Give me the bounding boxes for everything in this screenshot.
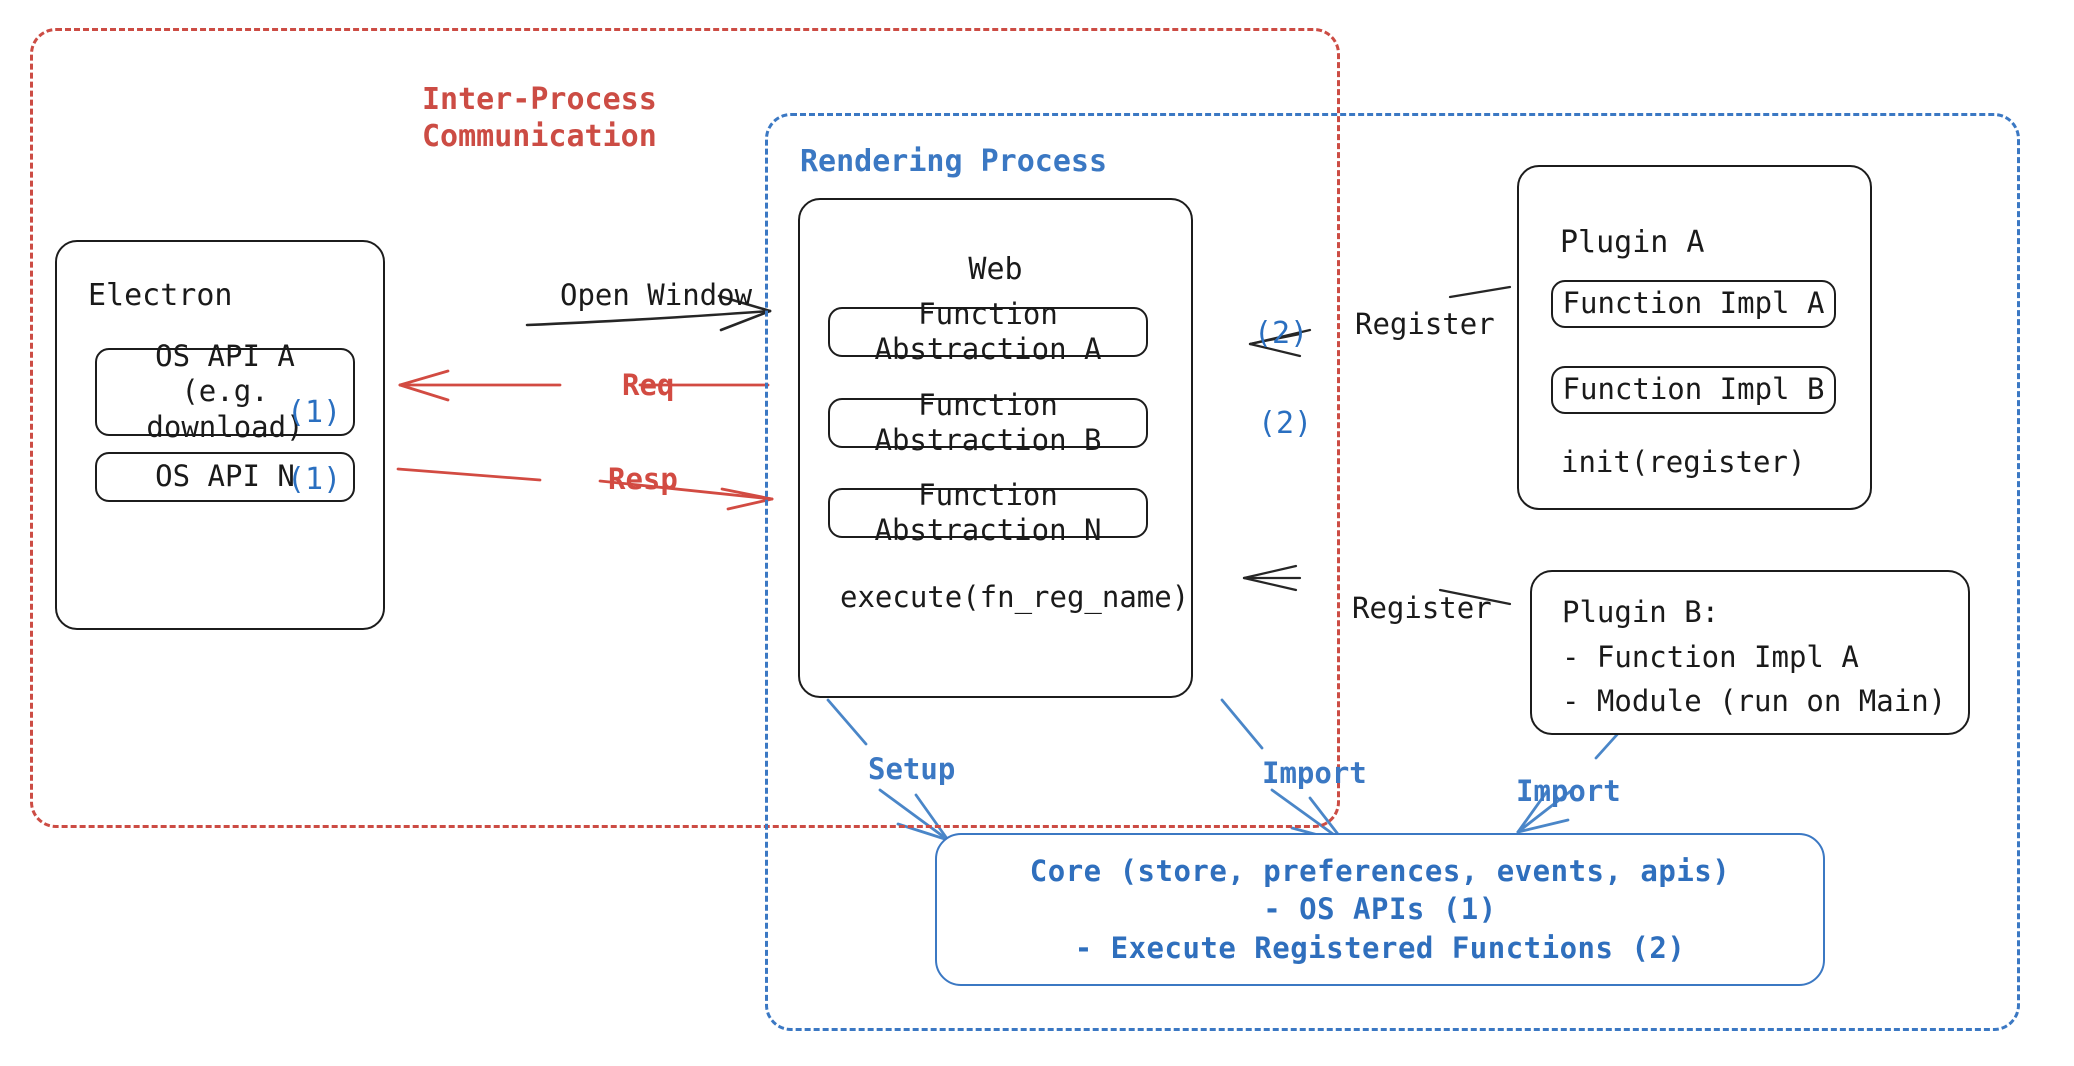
plugin-b-item-1: - Module (run on Main) bbox=[1562, 684, 1947, 718]
function-impl-b-label: Function Impl B bbox=[1562, 372, 1825, 407]
function-abstraction-b-marker: (2) bbox=[1258, 406, 1313, 441]
plugin-b-title: Plugin B: bbox=[1562, 595, 1720, 629]
os-api-n-marker: (1) bbox=[287, 462, 342, 497]
edge-label-register-b: Register bbox=[1352, 591, 1492, 625]
os-api-n-label: OS API N bbox=[155, 459, 295, 494]
os-api-n-box[interactable]: OS API N bbox=[95, 452, 355, 502]
core-line-1: - OS APIs (1) bbox=[1263, 892, 1497, 927]
rendering-process-zone-border bbox=[765, 113, 2020, 1031]
function-impl-b-box[interactable]: Function Impl B bbox=[1551, 366, 1836, 414]
os-api-a-box[interactable]: OS API A (e.g. download) bbox=[95, 339, 355, 444]
function-impl-a-label: Function Impl A bbox=[1562, 286, 1825, 321]
edge-label-setup: Setup bbox=[868, 752, 956, 786]
os-api-a-label: OS API A (e.g. download) bbox=[146, 338, 304, 444]
function-abstraction-n-box[interactable]: Function Abstraction N bbox=[828, 478, 1148, 547]
function-abstraction-b-box[interactable]: Function Abstraction B bbox=[828, 388, 1148, 457]
plugin-b-item-0: - Function Impl A bbox=[1562, 640, 1859, 674]
web-title: Web bbox=[968, 252, 1023, 287]
plugin-a-init-note: init(register) bbox=[1561, 445, 1806, 479]
plugin-a-box[interactable] bbox=[1517, 165, 1872, 510]
edge-label-import-web: Import bbox=[1262, 756, 1367, 790]
core-line-0: Core (store, preferences, events, apis) bbox=[1029, 853, 1731, 888]
plugin-a-title: Plugin A bbox=[1560, 225, 1705, 260]
ipc-zone-title: Inter-Process Communication bbox=[422, 82, 657, 154]
os-api-a-marker: (1) bbox=[287, 395, 342, 430]
core-line-2: - Execute Registered Functions (2) bbox=[1074, 930, 1686, 965]
edge-label-import-plugin: Import bbox=[1516, 774, 1621, 808]
ipc-zone-border bbox=[30, 28, 1340, 828]
edge-label-open-window: Open Window bbox=[560, 278, 753, 312]
plugin-b-box[interactable] bbox=[1530, 570, 1970, 735]
function-abstraction-a-marker: (2) bbox=[1254, 316, 1309, 351]
function-abstraction-a-label: Function Abstraction A bbox=[874, 296, 1102, 366]
function-abstraction-b-label: Function Abstraction B bbox=[874, 387, 1102, 457]
function-abstraction-a-box[interactable]: Function Abstraction A bbox=[828, 297, 1148, 366]
electron-title: Electron bbox=[88, 278, 233, 313]
function-abstraction-n-label: Function Abstraction N bbox=[874, 477, 1102, 547]
rendering-process-zone-title: Rendering Process bbox=[800, 144, 1108, 179]
web-box[interactable] bbox=[798, 198, 1193, 698]
function-impl-a-box[interactable]: Function Impl A bbox=[1551, 280, 1836, 328]
core-box[interactable]: Core (store, preferences, events, apis) … bbox=[935, 833, 1825, 986]
edge-label-resp: Resp bbox=[608, 462, 678, 496]
web-execute-note: execute(fn_reg_name) bbox=[840, 580, 1190, 614]
edge-label-req: Req bbox=[622, 368, 675, 402]
edge-label-register-a: Register bbox=[1355, 307, 1495, 341]
